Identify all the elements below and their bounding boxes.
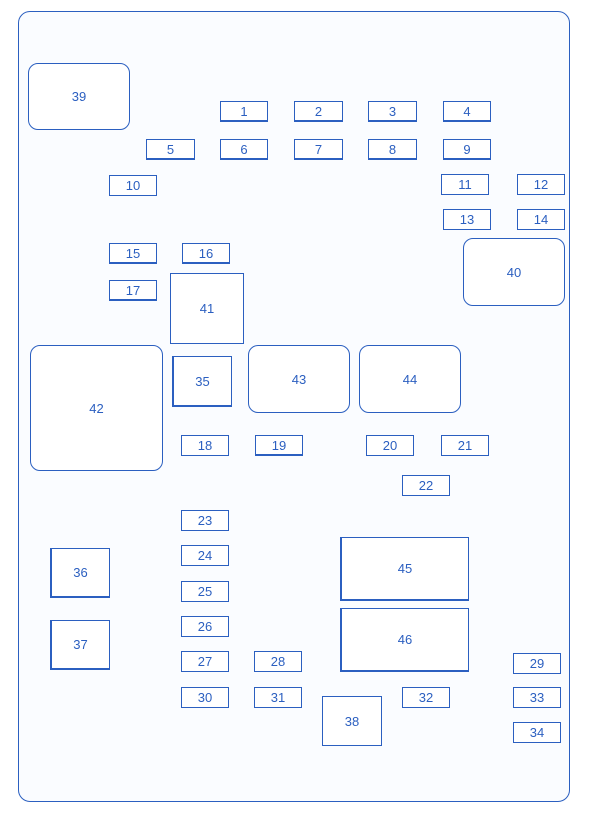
relay-45: 45 bbox=[340, 537, 469, 601]
fuse-2: 2 bbox=[294, 101, 343, 122]
fuse-12: 12 bbox=[517, 174, 565, 195]
fuse-28: 28 bbox=[254, 651, 302, 672]
relay-40: 40 bbox=[463, 238, 565, 306]
fuse-24: 24 bbox=[181, 545, 229, 566]
fuse-8: 8 bbox=[368, 139, 417, 160]
fuse-18: 18 bbox=[181, 435, 229, 456]
fuse-33: 33 bbox=[513, 687, 561, 708]
relay-44: 44 bbox=[359, 345, 461, 413]
fuse-31: 31 bbox=[254, 687, 302, 708]
relay-38: 38 bbox=[322, 696, 382, 746]
fuse-3: 3 bbox=[368, 101, 417, 122]
fuse-27: 27 bbox=[181, 651, 229, 672]
fuse-17: 17 bbox=[109, 280, 157, 301]
relay-42: 42 bbox=[30, 345, 163, 471]
fuse-10: 10 bbox=[109, 175, 157, 196]
relay-39: 39 bbox=[28, 63, 130, 130]
fuse-34: 34 bbox=[513, 722, 561, 743]
fuse-5: 5 bbox=[146, 139, 195, 160]
fuse-11: 11 bbox=[441, 174, 489, 195]
relay-37: 37 bbox=[50, 620, 110, 670]
relay-43: 43 bbox=[248, 345, 350, 413]
relay-35: 35 bbox=[172, 356, 232, 407]
fuse-29: 29 bbox=[513, 653, 561, 674]
fuse-20: 20 bbox=[366, 435, 414, 456]
fuse-22: 22 bbox=[402, 475, 450, 496]
fuse-7: 7 bbox=[294, 139, 343, 160]
fuse-14: 14 bbox=[517, 209, 565, 230]
fuse-25: 25 bbox=[181, 581, 229, 602]
fuse-21: 21 bbox=[441, 435, 489, 456]
fuse-32: 32 bbox=[402, 687, 450, 708]
fuse-9: 9 bbox=[443, 139, 491, 160]
fuse-4: 4 bbox=[443, 101, 491, 122]
fuse-16: 16 bbox=[182, 243, 230, 264]
fuse-26: 26 bbox=[181, 616, 229, 637]
fuse-6: 6 bbox=[220, 139, 268, 160]
fuse-1: 1 bbox=[220, 101, 268, 122]
relay-41: 41 bbox=[170, 273, 244, 344]
fuse-23: 23 bbox=[181, 510, 229, 531]
fuse-15: 15 bbox=[109, 243, 157, 264]
relay-46: 46 bbox=[340, 608, 469, 672]
fuse-19: 19 bbox=[255, 435, 303, 456]
fuse-13: 13 bbox=[443, 209, 491, 230]
fuse-30: 30 bbox=[181, 687, 229, 708]
relay-36: 36 bbox=[50, 548, 110, 598]
